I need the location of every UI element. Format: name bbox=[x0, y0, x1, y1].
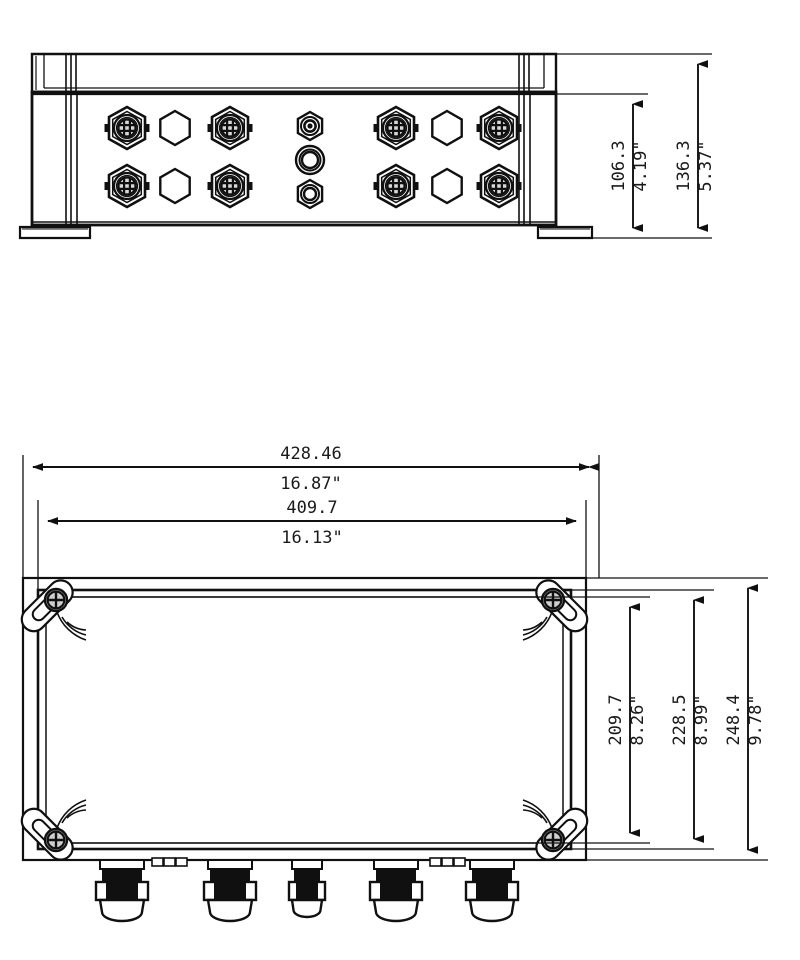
screw-head bbox=[43, 587, 69, 613]
enclosure-outline bbox=[21, 576, 588, 862]
screw-head bbox=[43, 827, 69, 853]
edge-vent-slots bbox=[151, 857, 466, 867]
bottom-plan-view: 428.46 16.87" 409.7 16.13" 209.7 8.26" 2… bbox=[15, 444, 768, 923]
dimension-overall-height: 136.3 5.37" bbox=[556, 53, 716, 239]
front-elevation-view: 106.3 4.19" 136.3 5.37" bbox=[18, 52, 716, 240]
corner-lug-bottom-left bbox=[15, 799, 87, 866]
dimension-value-mm: 209.7 bbox=[606, 694, 626, 745]
dimension-value-in: 16.87" bbox=[280, 474, 341, 494]
lid-rib-lines bbox=[65, 54, 530, 92]
dimension-value-mm: 409.7 bbox=[286, 498, 337, 518]
dimension-overall-depth: 248.4 9.78" bbox=[586, 577, 768, 861]
dimension-mounting-hole-spacing: 209.7 8.26" bbox=[72, 596, 650, 844]
body-rib-lines bbox=[65, 92, 531, 225]
cable-gland-group bbox=[94, 858, 520, 923]
enclosure-body bbox=[30, 90, 558, 227]
gland-ring bbox=[294, 144, 326, 176]
corner-lug-top-right bbox=[522, 574, 594, 641]
screw-head bbox=[540, 587, 566, 613]
corner-lug-bottom-right bbox=[522, 799, 594, 866]
dimension-value-mm: 248.4 bbox=[724, 694, 744, 745]
cable-gland bbox=[94, 858, 150, 923]
hex-blank-plug bbox=[431, 167, 463, 205]
dimension-overall-width: 428.46 16.87" bbox=[22, 444, 600, 578]
dimension-value-mm: 106.3 bbox=[609, 140, 629, 191]
dimension-body-width: 409.7 16.13" bbox=[37, 498, 587, 590]
small-hex-gland bbox=[296, 178, 324, 210]
dimension-value-in: 16.13" bbox=[281, 528, 342, 548]
dimension-value-in: 9.78" bbox=[746, 694, 766, 745]
dimension-value-mm: 228.5 bbox=[670, 694, 690, 745]
small-hex-gland bbox=[296, 110, 324, 142]
dimension-body-depth: 228.5 8.99" bbox=[571, 589, 714, 850]
dimension-value-in: 5.37" bbox=[696, 140, 716, 191]
dimension-value-in: 8.99" bbox=[692, 694, 712, 745]
dimension-value-mm: 136.3 bbox=[674, 140, 694, 191]
cable-gland bbox=[202, 858, 258, 923]
dimension-value-in: 8.26" bbox=[628, 694, 648, 745]
cable-gland bbox=[464, 858, 520, 923]
mounting-foot-left bbox=[18, 225, 92, 240]
enclosure-lid bbox=[30, 52, 558, 94]
screw-head bbox=[540, 827, 566, 853]
connector-centre-column bbox=[294, 110, 326, 210]
corner-lug-top-left bbox=[15, 574, 87, 641]
dimension-body-height: 106.3 4.19" bbox=[556, 93, 651, 239]
cable-gland bbox=[287, 858, 327, 919]
cable-gland bbox=[368, 858, 424, 923]
hex-blank-plug bbox=[431, 109, 463, 147]
dimension-value-mm: 428.46 bbox=[280, 444, 341, 464]
dimension-value-in: 4.19" bbox=[631, 140, 651, 191]
hex-blank-plug bbox=[159, 167, 191, 205]
mounting-foot-right bbox=[536, 225, 594, 240]
hex-blank-plug bbox=[159, 109, 191, 147]
